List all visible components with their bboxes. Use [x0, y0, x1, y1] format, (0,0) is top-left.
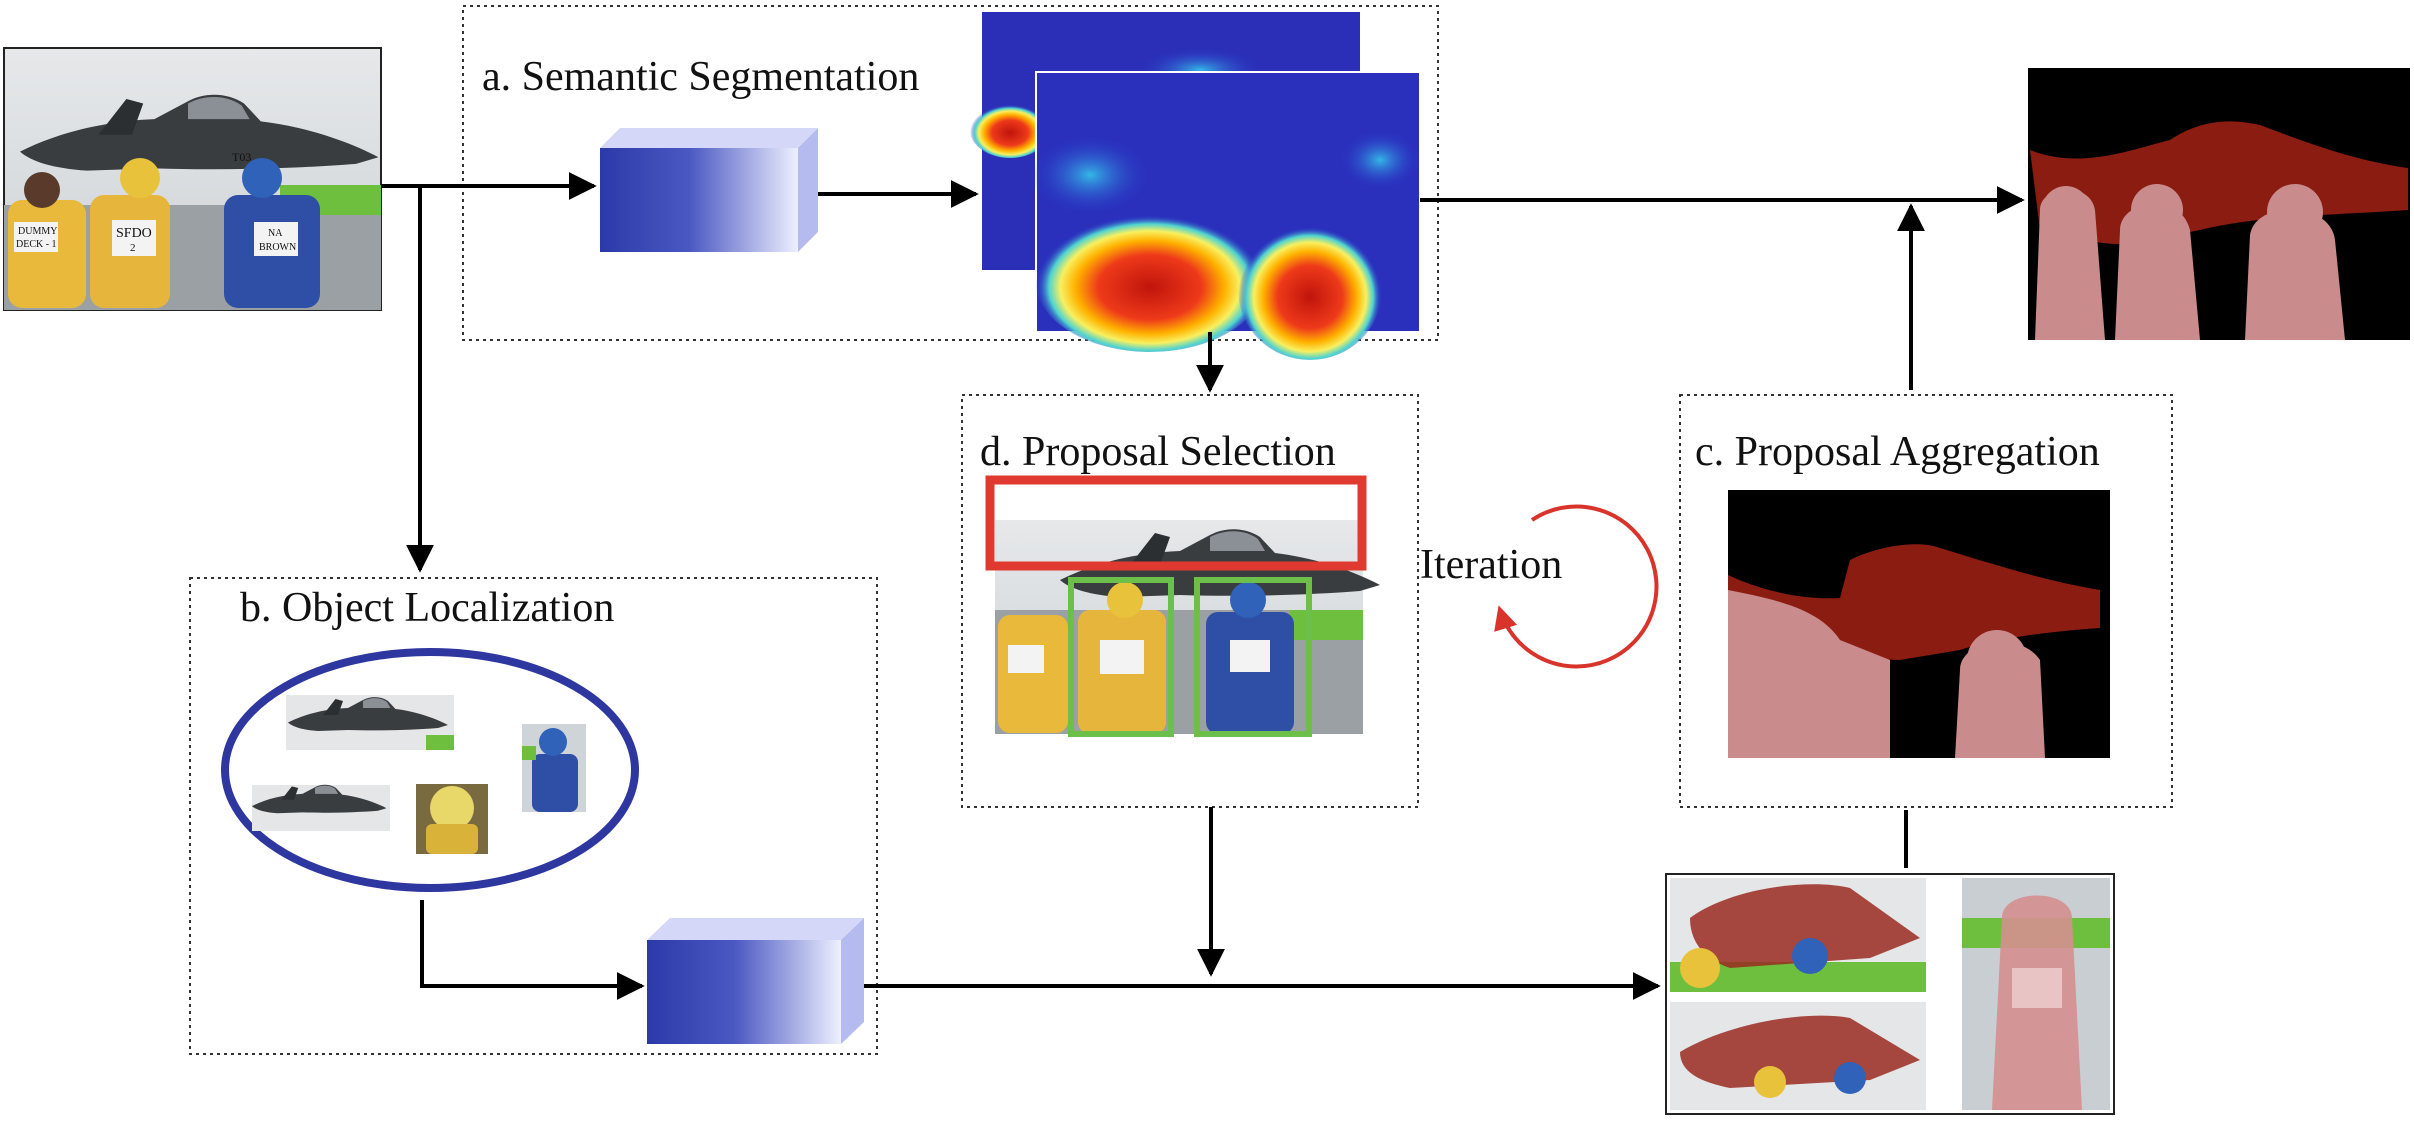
arrow-localization-to-cube [420, 900, 645, 1000]
arrows [381, 172, 2025, 1000]
semantic-segmentation-label: a. Semantic Segmentation [482, 54, 919, 100]
vest-text-p2a: SFDO [116, 226, 152, 241]
object-localization-box [189, 577, 878, 1055]
proposal-aggregation-label: c. Proposal Aggregation [1695, 429, 2100, 475]
vest-text-p1a: DUMMY [18, 226, 57, 237]
heatmap-front [1030, 71, 1421, 360]
proposal-aggregation-box [1679, 394, 2173, 808]
proposal-crops [252, 695, 586, 854]
semantic-segmentation-box [462, 5, 1439, 341]
iteration-label: Iteration [1420, 542, 1562, 588]
object-localization-label: b. Object Localization [240, 585, 614, 631]
proposal-box-green-2 [1194, 577, 1312, 737]
masked-proposals [1665, 873, 2115, 1115]
vest-text-p3b: BROWN [259, 242, 296, 253]
vest-text-p2b: 2 [130, 242, 136, 254]
aggregation-mask [1728, 490, 2110, 758]
proposal-box-green-1 [1068, 577, 1174, 737]
localization-network-cube [647, 918, 864, 1044]
final-segmentation-mask [2028, 68, 2410, 340]
proposal-ellipse [221, 648, 639, 892]
proposal-selection-label: d. Proposal Selection [980, 429, 1336, 475]
tail-number: T03 [232, 150, 251, 164]
proposal-selection-image [995, 520, 1380, 734]
iteration-loop: Iteration [1420, 504, 1659, 669]
proposal-box-red [985, 475, 1367, 571]
vest-text-p3a: NA [268, 228, 283, 239]
input-image: T03 DUMMY DECK - 1 SFDO 2 NA BROWN [3, 47, 382, 311]
vest-text-p1b: DECK - 1 [16, 239, 57, 250]
segmentation-network-cube [600, 128, 818, 252]
